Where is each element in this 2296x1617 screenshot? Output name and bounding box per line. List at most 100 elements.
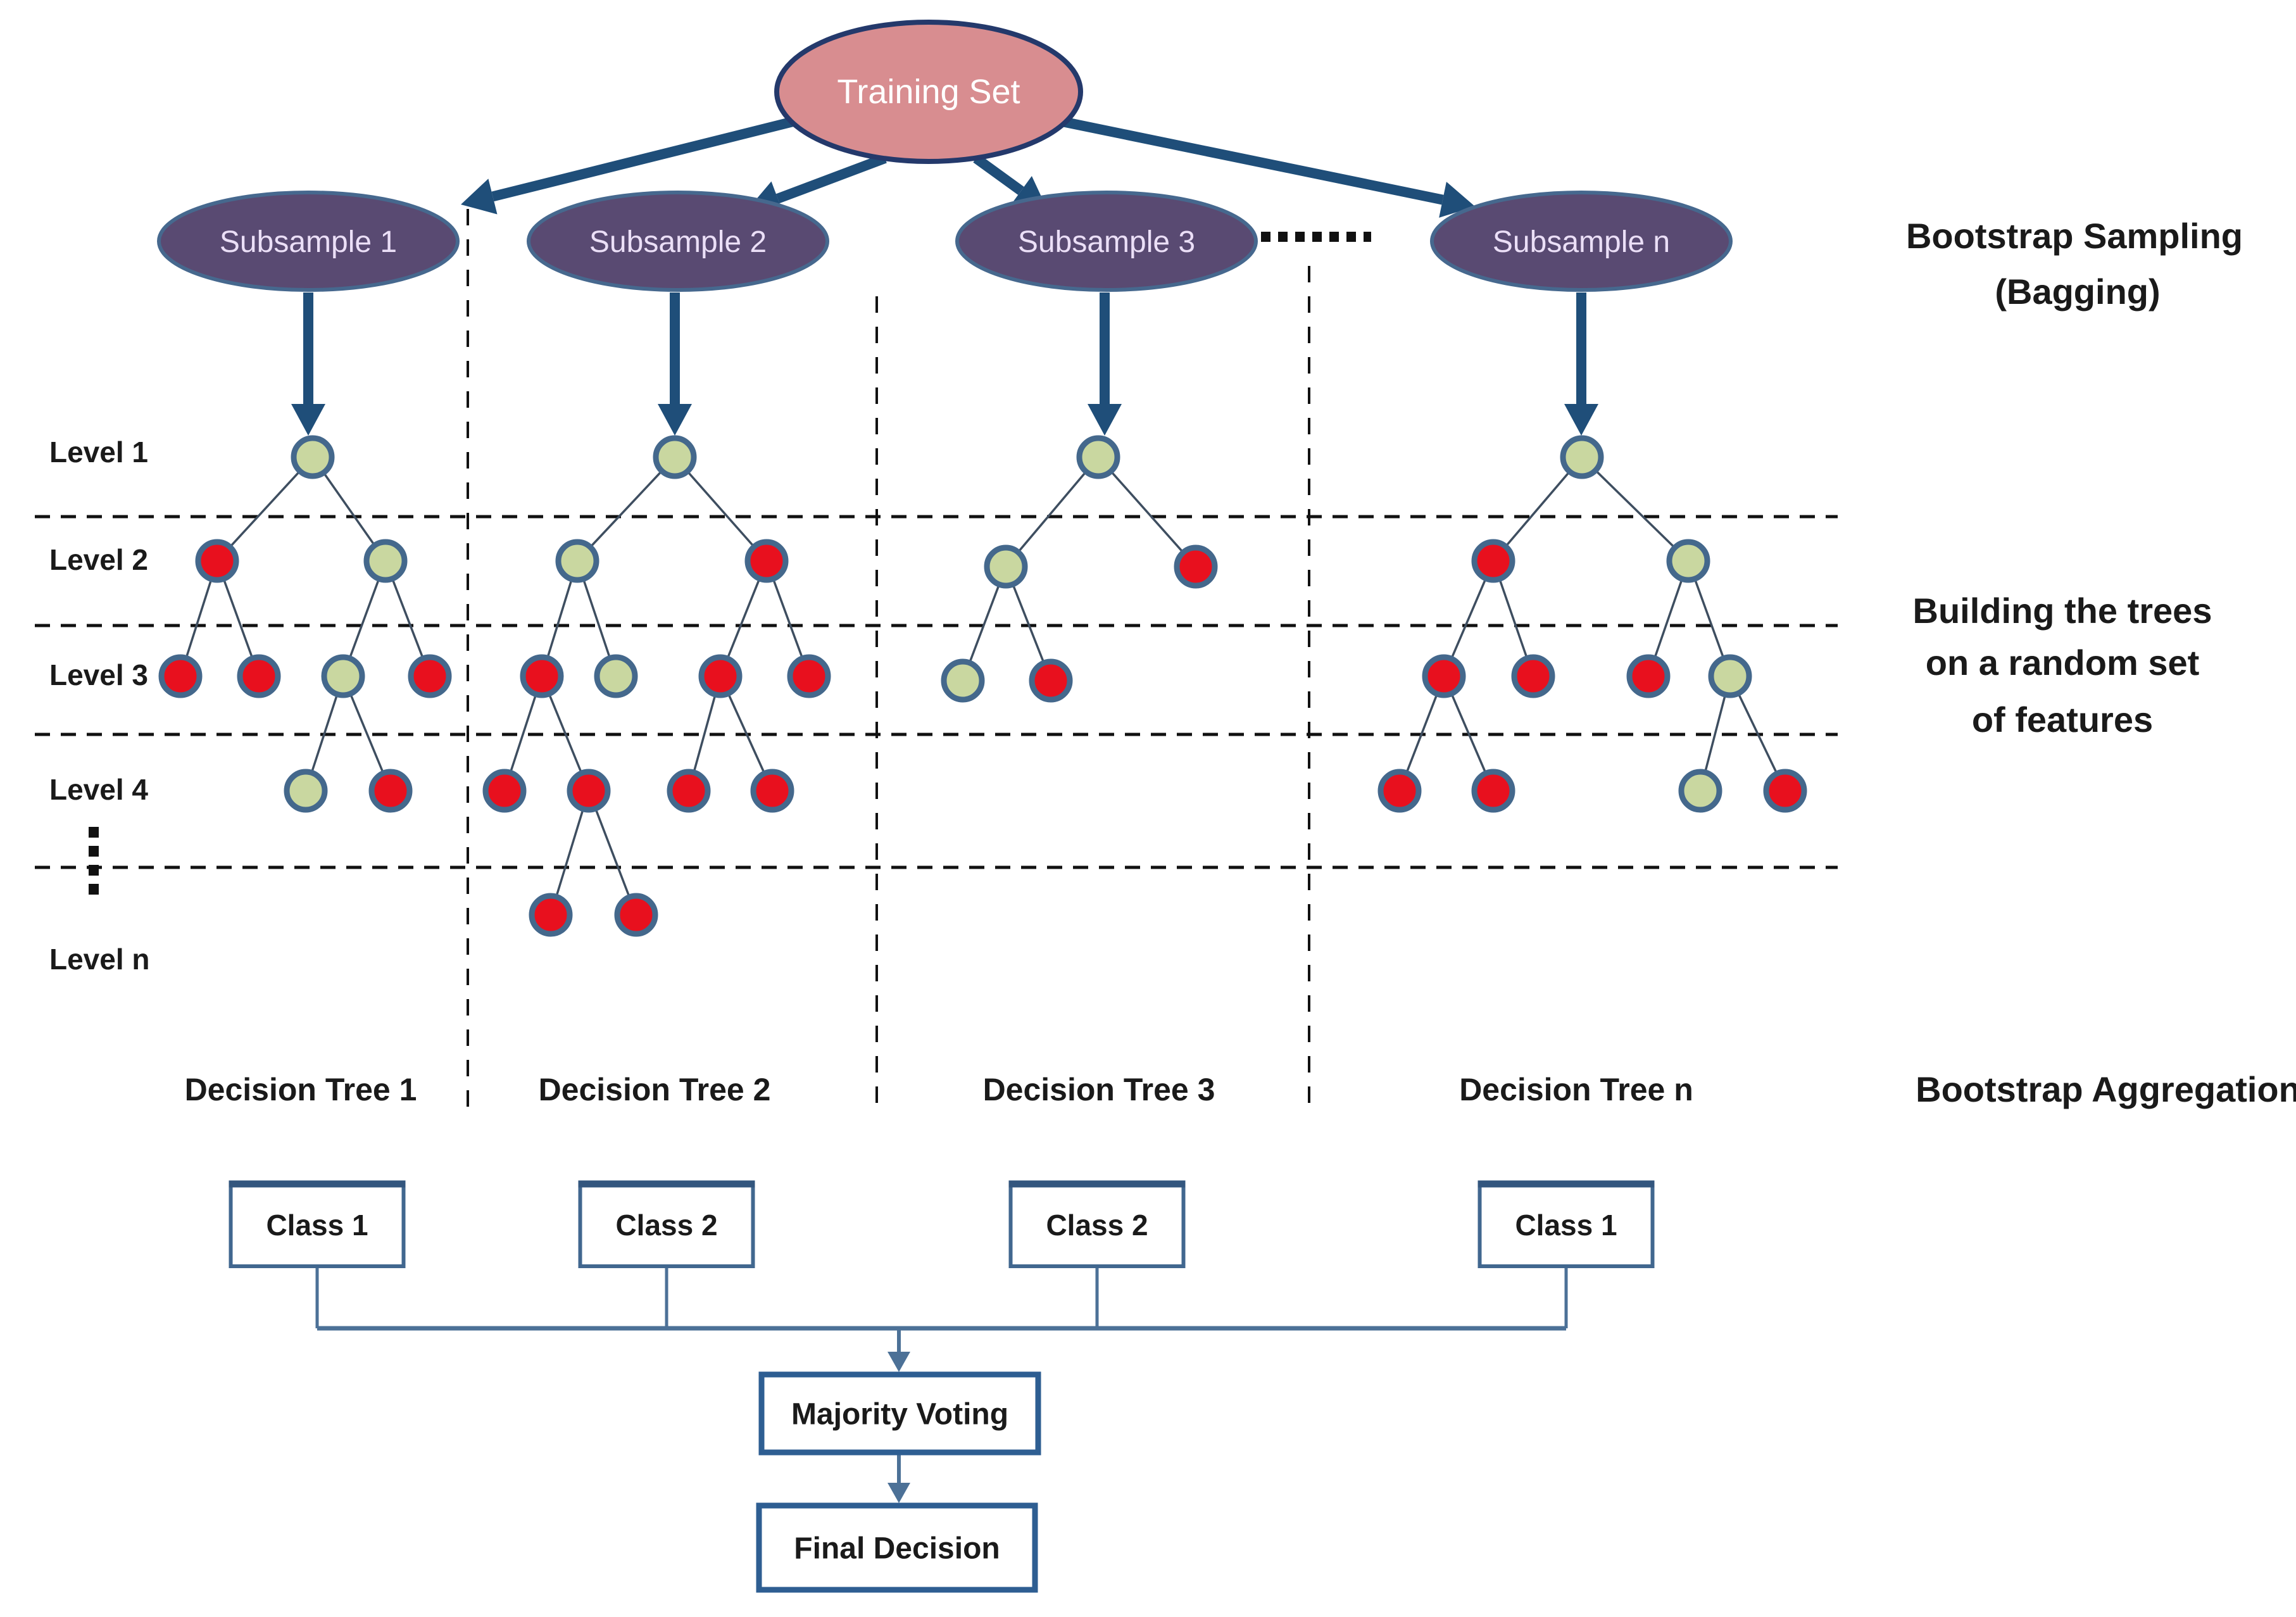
voting-to-final-arrow-head [888,1483,910,1503]
tree-node-green [284,769,328,813]
class-box-label: Class 2 [615,1209,717,1242]
tree-node-green [653,435,697,479]
subsample-down-arrow-head [291,404,325,436]
final-decision-rect [756,1502,1038,1593]
training-to-subsample-arrow-shaft [491,116,794,202]
side-annotation: on a random set [1926,643,2200,683]
side-annotation: (Bagging) [1995,272,2160,311]
final-decision-label: Final Decision [794,1532,1000,1566]
tree-node-red [667,769,711,813]
tree-node-red [567,769,611,813]
training-set-label: Training Set [837,73,1020,111]
tree-edge [576,456,676,562]
majority-voting-rect [758,1371,1041,1456]
tree-node-red [787,654,831,698]
side-annotation: Bootstrap Aggregation [1916,1069,2296,1109]
tree-node-green [1560,435,1604,479]
tree-node-green [1076,435,1120,479]
level-divider-lines [35,515,1838,869]
subsample-label: Subsample 2 [589,225,767,259]
tree-node-red [195,539,239,583]
tree-node-red [698,654,743,698]
level-label: Level 4 [49,773,148,806]
tree-edge [1005,456,1100,568]
subsample-ellipses: Subsample 1 Subsample 2 Subsample 3 Subsamp… [157,191,1733,292]
subsample-ellipse [1430,191,1733,292]
class-box [578,1182,755,1268]
tree-edge [674,456,768,562]
decision-tree [1377,435,1807,813]
class-boxes: Class 1 Class 2 Class 2 Class 1 [229,1180,1655,1268]
side-annotation: Bootstrap Sampling [1906,216,2243,256]
decision-tree-label: Decision Tree n [1459,1072,1693,1107]
decision-trees [158,435,1807,937]
subsample-ellipse [955,191,1258,292]
class-box-label: Class 1 [266,1209,368,1242]
tree-node-red [529,893,573,937]
majority-voting-box: Majority Voting [758,1371,1041,1456]
subsample-label: Subsample 1 [220,225,397,259]
tree-node-red [368,769,413,813]
tree-node-red [614,893,658,937]
level-label: Level 2 [49,543,148,576]
tree-separator-lines [467,209,1310,1107]
decision-tree-label: Decision Tree 1 [185,1072,417,1107]
tree-edge [587,790,637,915]
class-box-label: Class 1 [1515,1209,1617,1242]
training-set-ellipse: Training Set [774,20,1083,164]
tree-node-green [984,544,1028,589]
bus-to-voting-arrow-head [888,1352,910,1372]
tree-node-red [1471,769,1515,813]
tree-node-red [750,769,794,813]
decision-tree-label: Decision Tree 2 [539,1072,771,1107]
side-annotations: Bootstrap Sampling (Bagging) Building the … [1906,216,2296,1109]
subsample-label: Subsample n [1493,225,1670,259]
class-box-label: Class 2 [1046,1209,1148,1242]
decision-tree [158,435,452,813]
training-to-subsample-arrow-head [461,179,498,215]
tree-node-red [1511,654,1555,698]
tree-node-green [941,658,985,703]
side-annotation: of features [1972,700,2153,739]
tree-node-red [744,539,789,583]
tree-node-red [1029,658,1073,703]
tree-node-red [482,769,527,813]
subsample-down-arrow-head [1088,404,1122,436]
tree-node-red [1377,769,1422,813]
tree-node-red [1626,654,1671,698]
subsample-ellipse [157,191,460,292]
training-to-subsample-arrow-shaft [775,153,887,204]
tree-node-red [1174,544,1218,589]
tree-node-green [1708,654,1752,698]
tree-edge [1097,456,1197,568]
tree-edge [1581,456,1690,562]
tree-node-green [594,654,638,698]
tree-node-green [1666,539,1710,583]
decision-tree [482,435,831,937]
side-annotation: Building the trees [1913,591,2212,631]
tree-node-red [237,654,281,698]
ellipsis-dots [89,232,1371,895]
training-to-subsample-arrow-shaft [1061,116,1444,205]
tree-node-red [1422,654,1466,698]
level-label: Level 3 [49,658,148,691]
subsample-down-arrows [291,293,1598,436]
subsample-label: Subsample 3 [1018,225,1195,259]
tree-node-green [363,539,408,583]
final-decision-box: Final Decision [756,1502,1038,1593]
tree-edge [1492,456,1583,562]
training-to-subsample-arrow-shaft [973,154,1024,195]
tree-node-red [1471,539,1515,583]
tree-node-red [520,654,564,698]
tree-node-red [408,654,452,698]
subsample-down-arrow-head [658,404,692,436]
subsample-ellipse [527,191,829,292]
training-set-ellipse-shape [774,20,1083,164]
tree-node-red [158,654,203,698]
majority-voting-label: Majority Voting [791,1398,1008,1431]
tree-node-red [1763,769,1807,813]
tree-node-green [291,435,335,479]
decision-tree-label: Decision Tree 3 [983,1072,1215,1107]
